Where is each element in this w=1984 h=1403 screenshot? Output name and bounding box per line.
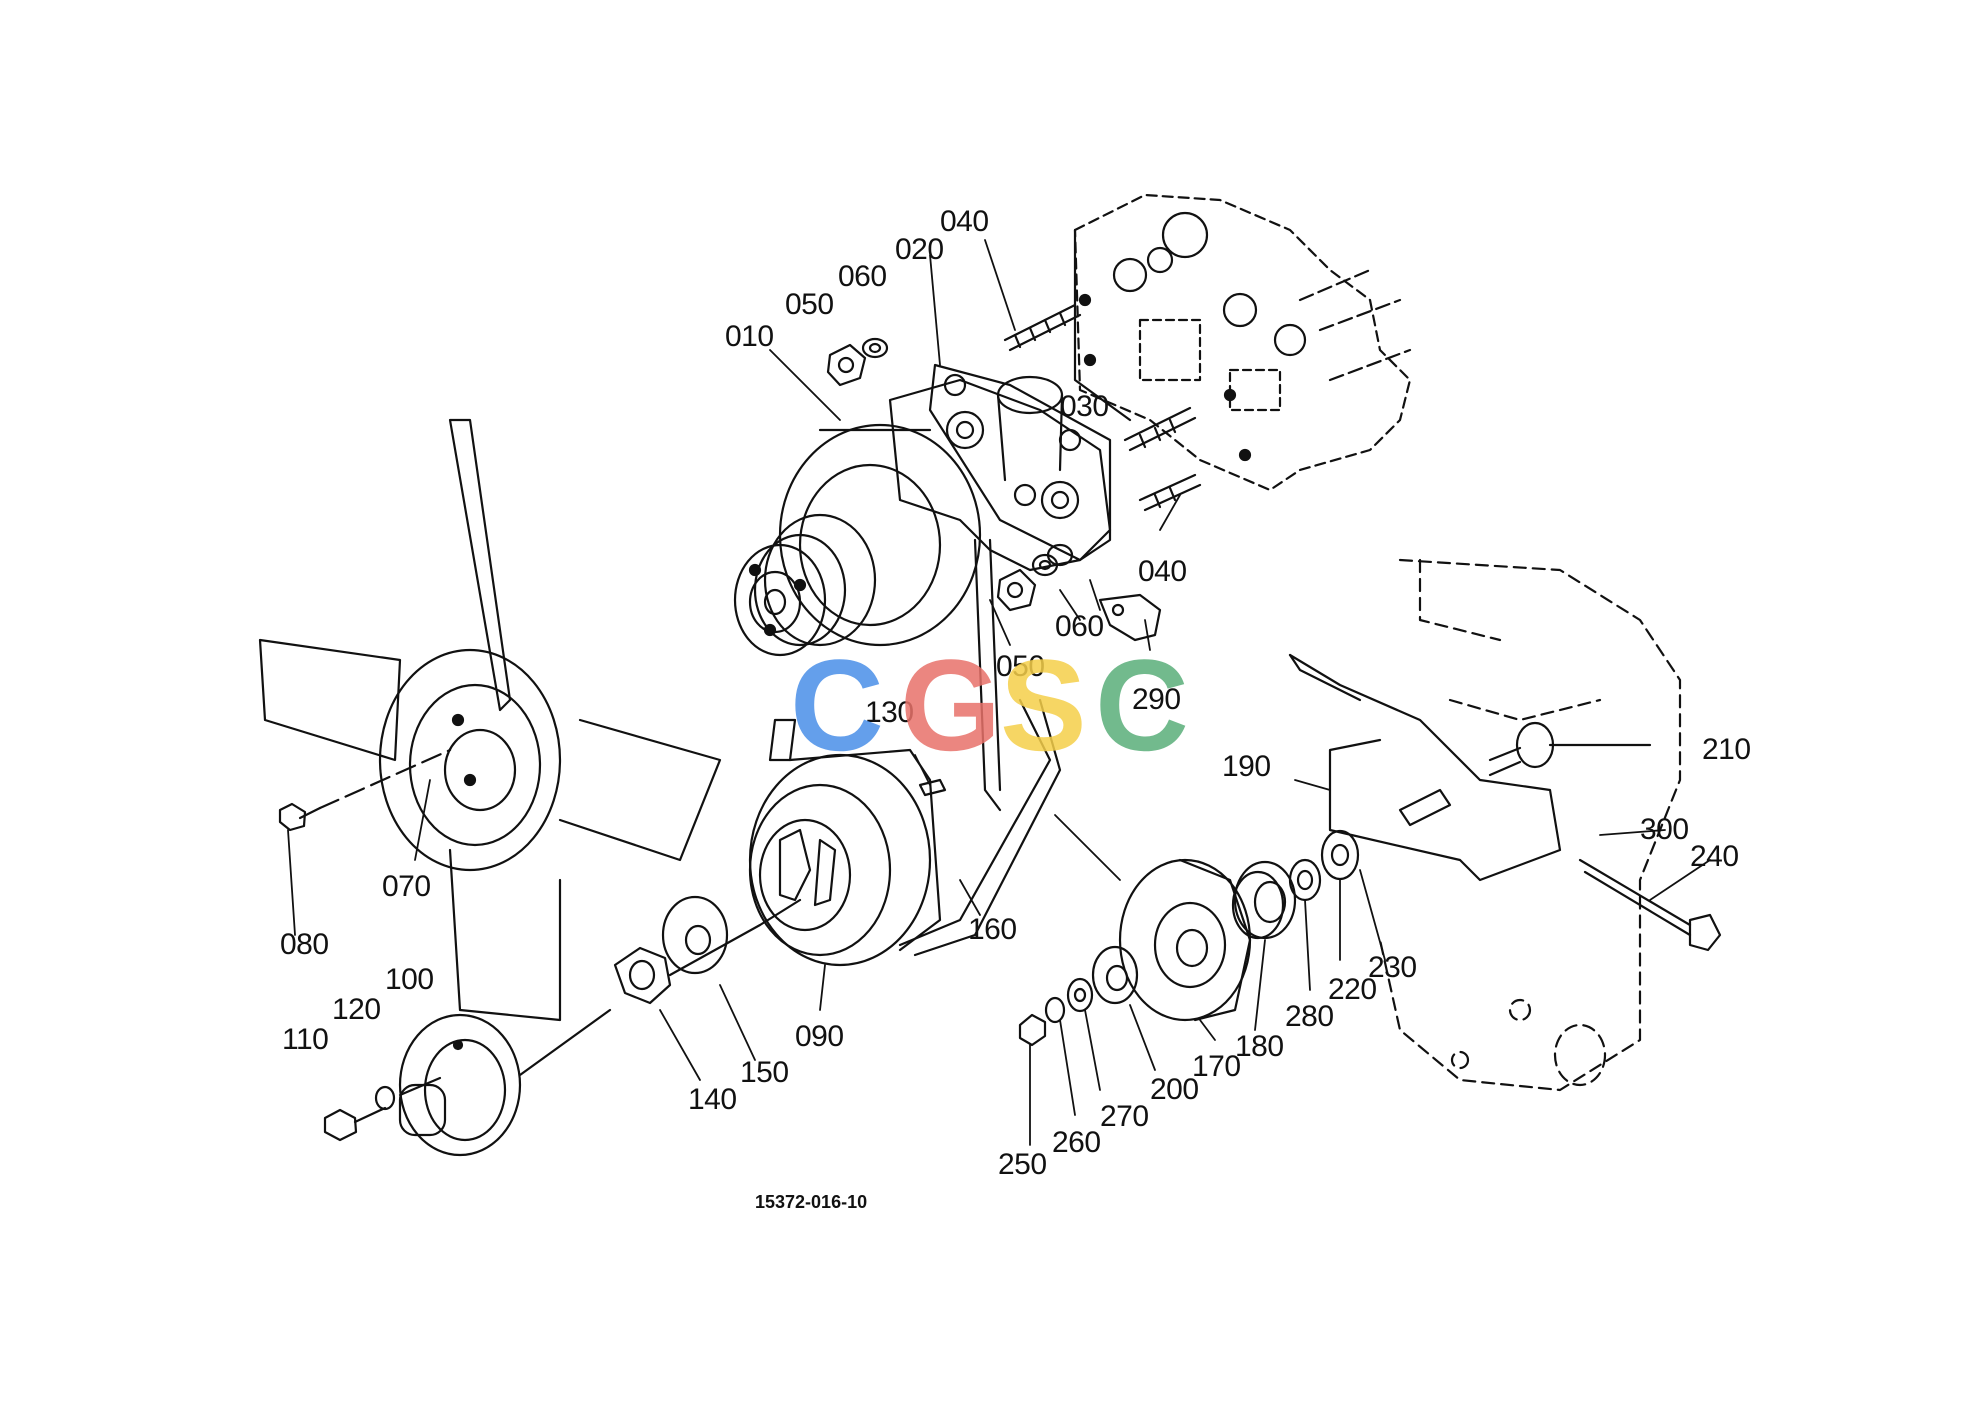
label-160: 160 (968, 913, 1017, 946)
label-240: 240 (1690, 840, 1739, 873)
leader-lines (287, 239, 1711, 1146)
nut-050-lower (996, 568, 1037, 612)
bearing-180 (1231, 860, 1297, 940)
label-040-upper: 040 (940, 205, 989, 238)
bracket-190 (1288, 653, 1562, 882)
washer-150 (661, 895, 729, 975)
nut-050-upper (826, 343, 867, 387)
washer-270 (1066, 977, 1094, 1013)
bolt-080 (278, 748, 452, 832)
watermark-letter-1: C (790, 632, 884, 778)
label-200: 200 (1150, 1073, 1199, 1106)
washer-060-lower (1031, 543, 1074, 577)
label-110: 110 (282, 1023, 329, 1056)
label-280: 280 (1285, 1000, 1334, 1033)
label-100: 100 (385, 963, 434, 996)
watermark-logo: C G S C (790, 640, 1210, 770)
water-pump-010 (888, 375, 1112, 572)
gear-case (1378, 558, 1682, 1092)
washer-200 (1091, 945, 1139, 1005)
washer-120 (374, 1085, 396, 1111)
label-140: 140 (688, 1083, 737, 1116)
clamp-290 (1098, 593, 1162, 642)
label-170: 170 (1192, 1050, 1241, 1083)
watermark-letter-2: G (900, 632, 1002, 778)
bolt-240 (1578, 858, 1722, 952)
label-150: 150 (740, 1056, 789, 1089)
label-180: 180 (1235, 1030, 1284, 1063)
label-070: 070 (382, 870, 431, 903)
label-230: 230 (1368, 951, 1417, 984)
label-130: 130 (865, 696, 914, 729)
label-270: 270 (1100, 1100, 1149, 1133)
washer-220 (1320, 829, 1360, 881)
key-130 (918, 778, 947, 797)
nut-250 (1018, 1013, 1047, 1047)
label-050-lower: 050 (996, 650, 1045, 683)
hub-100 (398, 1008, 612, 1157)
label-090: 090 (795, 1020, 844, 1053)
label-050-upper: 050 (785, 288, 834, 321)
stud-040-upper (1003, 303, 1082, 352)
label-260: 260 (1052, 1126, 1101, 1159)
label-220: 220 (1328, 973, 1377, 1006)
alternator-pulley-090 (748, 718, 942, 967)
v-belt-160 (898, 538, 1062, 957)
lock-washer-260 (1044, 996, 1066, 1024)
engine-block (1073, 193, 1412, 492)
label-300: 300 (1640, 813, 1689, 846)
label-120: 120 (332, 993, 381, 1026)
label-190: 190 (1222, 750, 1271, 783)
stud-030 (1123, 406, 1197, 452)
tension-pulley-170 (1118, 858, 1252, 1022)
spacer-280 (1288, 858, 1322, 902)
label-250: 250 (998, 1148, 1047, 1181)
drawing-number: 15372-016-10 (755, 1192, 868, 1212)
stud-040-lower (1138, 473, 1202, 512)
washer-060-upper (861, 337, 889, 359)
fan-070 (258, 418, 722, 1022)
label-290: 290 (1132, 683, 1181, 716)
label-020: 020 (895, 233, 944, 266)
label-060-upper: 060 (838, 260, 887, 293)
label-060-lower: 060 (1055, 610, 1104, 643)
label-030: 030 (1060, 390, 1109, 423)
watermark-letter-3: S (1000, 632, 1087, 778)
label-040-lower: 040 (1138, 555, 1187, 588)
bolt-110 (323, 1106, 387, 1142)
label-010: 010 (725, 320, 774, 353)
label-080: 080 (280, 928, 329, 961)
watermark-letter-4: C (1095, 632, 1189, 778)
label-210: 210 (1702, 733, 1751, 766)
pump-pulley (733, 423, 982, 657)
nut-140 (613, 898, 802, 1005)
stud-210 (1488, 721, 1652, 777)
